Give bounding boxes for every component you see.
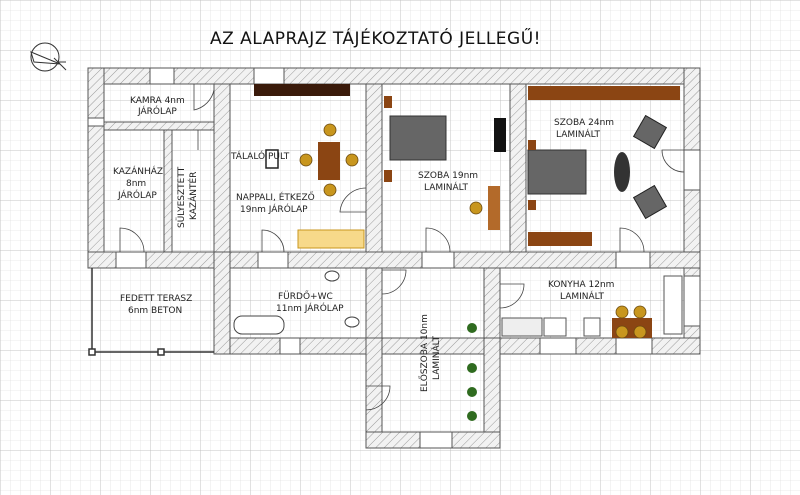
compass-north-arrow-icon (30, 42, 67, 72)
serving-counter (265, 149, 279, 169)
desk (488, 186, 500, 230)
plant-icon (467, 323, 477, 421)
room-label-kamra: KAMRA 4nm (130, 96, 185, 106)
room-sub-furdo: 11nm JÁRÓLAP (276, 302, 344, 314)
room-floor-szoba19: LAMINÁLT (424, 181, 468, 193)
kitchen-sink (501, 317, 543, 337)
nightstand (384, 96, 392, 108)
toilet (344, 316, 360, 328)
oval-table (614, 152, 630, 192)
wardrobe (528, 86, 680, 100)
kitchen-cabinet-top (254, 84, 350, 96)
room-label-szoba19: SZOBA 19nm (418, 171, 478, 181)
svg-text:LAMINÁLT: LAMINÁLT (430, 336, 442, 380)
room-label-eloszoba: ELŐSZOBA 10nm LAMINÁLT (419, 314, 442, 392)
room-label-nappali: NAPPALI, ÉTKEZŐ (236, 191, 315, 203)
washbasin (324, 270, 340, 282)
svg-text:SÜLYESZTETT: SÜLYESZTETT (176, 166, 187, 228)
room-label-sulyesztett: SÜLYESZTETT KAZÁNTÉR (176, 166, 199, 228)
kitchen-chairs (615, 305, 647, 339)
armchair (632, 114, 668, 150)
page-title: AZ ALAPRAJZ TÁJÉKOZTATÓ JELLEGŰ! (210, 27, 541, 49)
svg-text:ELŐSZOBA 10nm: ELŐSZOBA 10nm (419, 314, 430, 392)
room-floor-szoba24: LAMINÁLT (556, 128, 600, 140)
dresser (528, 232, 592, 246)
room-floor-konyha: LAMINÁLT (560, 290, 604, 302)
room-label-terasz: FEDETT TERASZ (120, 294, 192, 304)
room-floor-kamra: JÁRÓLAP (137, 105, 177, 117)
room-sub-terasz: 6nm BETON (128, 306, 182, 316)
nightstand (528, 140, 536, 150)
cooktop (583, 317, 601, 337)
double-bed (527, 149, 587, 195)
dining-table (318, 142, 340, 180)
counter-label: TÁLALÓ PULT (230, 150, 290, 162)
door-swings (119, 84, 685, 411)
room-area-kazanhaz: 8nm (126, 179, 146, 189)
terrace-outline (88, 268, 214, 356)
armchair (632, 184, 668, 220)
kitchen-counter (543, 317, 567, 337)
nightstand (384, 170, 392, 182)
room-label-kazanhaz: KAZÁNHÁZ (113, 165, 163, 177)
bathtub (233, 315, 285, 335)
room-label-furdo: FÜRDŐ+WC (278, 291, 333, 302)
desk-chair (469, 201, 483, 215)
fridge-counter (663, 275, 683, 335)
sofa (297, 229, 365, 249)
double-bed (389, 115, 447, 161)
room-sub-nappali: 19nm JÁRÓLAP (240, 203, 308, 215)
room-label-konyha: KONYHA 12nm (548, 280, 614, 290)
dining-chairs (299, 123, 359, 197)
window-openings (87, 67, 701, 449)
stove (494, 118, 506, 152)
svg-text:KAZÁNTÉR: KAZÁNTÉR (187, 172, 199, 220)
room-label-szoba24: SZOBA 24nm (554, 118, 614, 128)
room-floor-kazanhaz: JÁRÓLAP (117, 189, 157, 201)
nightstand (528, 200, 536, 210)
